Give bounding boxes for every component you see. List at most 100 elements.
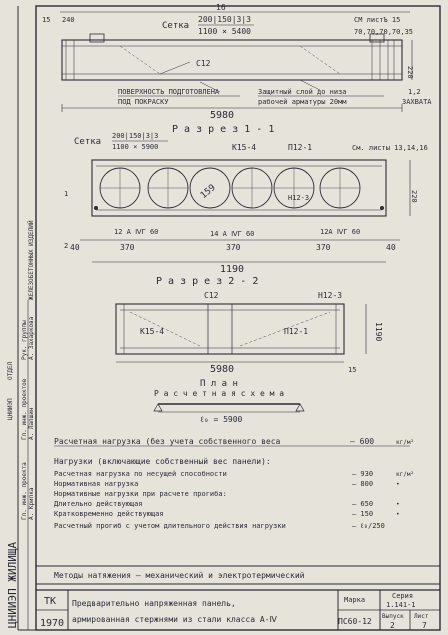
section2-n-label: Н12-3 (318, 291, 342, 300)
section1-marker-1: 1 (64, 190, 68, 198)
section1-dim-370b: 370 (226, 243, 241, 252)
section1-dim-370a: 370 (120, 243, 135, 252)
side-person-2: А. Лапшин (28, 407, 35, 440)
load-row-unit: • (396, 511, 400, 518)
plan-and-scheme: П л а н Р а с ч е т н а я с х е м а ℓ₀ =… (153, 379, 305, 424)
section1-p-label: П12-1 (288, 143, 312, 152)
surface-note-1: ПОВЕРХНОСТЬ ПОДГОТОВЛЕНА (118, 88, 220, 96)
section1-dim-40a: 40 (70, 243, 80, 252)
section1-marker-2: 2 (64, 242, 68, 250)
elevation-dim-total: 5980 (210, 110, 234, 121)
side-department-full: ЖЕЛЕЗОБЕТОННЫХ ИЗДЕЛИЙ (28, 220, 35, 300)
side-stamp: ЦНИИЭП ЖИЛИЩА Гл. инж. проекта А. Крипка… (6, 220, 35, 630)
section1-dim-total: 1190 (220, 264, 244, 275)
elevation-view: 15 240 Сетка 200|150|3|3 1100 × 5400 СМ … (42, 15, 432, 121)
scheme-title: Р а с ч е т н а я с х е м а (154, 389, 284, 398)
plan-title: П л а н (200, 379, 238, 389)
load-row-value: — 150 (352, 510, 373, 518)
section2-title: Р а з р е з 2 - 2 (156, 276, 258, 287)
side-org-short: ЦНИИЭП (7, 398, 14, 420)
design-load-unit: кг/м² (396, 439, 414, 446)
section1-mesh-label: Сетка (74, 137, 101, 147)
drawing-title-1: Предварительно напряженная панель, (72, 599, 236, 608)
side-role-2: Гл. инж. проектов (21, 379, 28, 440)
section1-rebar-mid: 14 А ⅣГ 60 (210, 230, 254, 238)
side-role-1: Гл. инж. проекта (21, 462, 28, 520)
section1-k-label: К15-4 (232, 143, 256, 152)
loads-table: Расчетная нагрузка (без учета собственно… (54, 436, 414, 530)
elevation-mesh-label: Сетка (162, 21, 189, 31)
spacing-left-b: 240 (62, 16, 75, 24)
spacing-left: 15 (42, 16, 50, 24)
sheet-value: 7 (422, 621, 427, 630)
load-row-label: Расчетный прогиб с учетом длительного де… (54, 522, 286, 530)
surface-note-2: ПОД ПОКРАСКУ (118, 98, 169, 106)
section2-p-label: П12-1 (284, 327, 308, 336)
series-value: 1.141-1 (386, 601, 416, 609)
section-2-2: Р а з р е з 2 - 2 С12 Н12-3 К15-4 П12-1 … (115, 276, 383, 375)
year: 1970 (40, 618, 64, 629)
load-row-label: Длительно действующая (54, 500, 143, 508)
section1-rebar-right: 12А ⅣГ 60 (320, 228, 360, 236)
mark-value: ПС60-12 (338, 617, 372, 626)
spacing-right: 70,70,70,70,35 (354, 28, 413, 36)
section2-k-label: К15-4 (140, 327, 164, 336)
grip-label: ЗАХВАТА (402, 98, 432, 106)
side-org-name: ЦНИИЭП ЖИЛИЩА (6, 542, 19, 628)
side-department: ОТДЕЛ (7, 362, 14, 380)
sheet-frame (35, 5, 441, 631)
section1-dim-40b: 40 (386, 243, 396, 252)
section1-sheets-note: См. листы 13,14,16 (352, 144, 428, 152)
load-row-unit: • (396, 481, 400, 488)
mark-label: Марка (344, 596, 365, 604)
sheet-label: Лист (414, 613, 429, 620)
elevation-sheets-note: СМ листЪ 15 (354, 16, 400, 24)
elevation-mesh-spec-a: 200|150|3|3 (198, 15, 251, 24)
grip-dim: 1,2 (408, 88, 421, 96)
loads-header: Нагрузки (включающие собственный вес пан… (54, 456, 271, 466)
plan-span-label: ℓ₀ = 5900 (200, 415, 243, 424)
org-code: ТК (44, 596, 56, 607)
tensioning-method: Методы натяжения — механический и электр… (54, 571, 305, 580)
section1-rebar-left: 12 А ⅣГ 60 (114, 228, 158, 236)
load-row-value: — 800 (352, 480, 373, 488)
section1-void-dim: 159 (199, 183, 218, 201)
load-row-value: — 930 (352, 470, 373, 478)
section2-c-label: С12 (204, 291, 219, 300)
load-row-label: Кратковременно действующая (54, 510, 164, 518)
load-row-label: Нормативная нагрузка (54, 480, 138, 488)
side-role-3: Рук. группы (21, 320, 28, 360)
load-row-label: Нормативные нагрузки при расчете прогиба… (54, 490, 227, 498)
section1-title: Р а з р е з 1 - 1 (172, 124, 274, 135)
design-load-value: — 600 (350, 437, 374, 446)
load-row-label: Расчетная нагрузка по несущей способност… (54, 470, 227, 478)
top-dimension: 16 (216, 3, 226, 12)
elevation-bar-label: С12 (196, 59, 211, 68)
load-row-value: — ℓ₀/250 (352, 522, 385, 530)
section1-dim-370c: 370 (316, 243, 331, 252)
elevation-height-dim: 220 (406, 66, 414, 79)
design-load-label: Расчетная нагрузка (без учета собственно… (54, 436, 281, 446)
issue-value: 2 (390, 621, 395, 630)
title-block: ТК 1970 Предварительно напряженная панел… (36, 589, 440, 630)
section1-mesh-spec-a: 200|150|3|3 (112, 132, 158, 140)
load-row-value: — 650 (352, 500, 373, 508)
section2-height-dim: 1190 (374, 322, 383, 341)
section2-dim-15: 15 (348, 366, 356, 374)
section1-height-dim: 220 (410, 190, 418, 203)
load-row-unit: • (396, 501, 400, 508)
section1-mesh-spec-b: 1100 × 5900 (112, 143, 158, 151)
section2-dim-total: 5980 (210, 364, 234, 375)
series-label: Серия (392, 592, 413, 600)
side-person-3: А. Захаркова (28, 316, 35, 360)
section-1-1: Р а з р е з 1 - 1 Сетка 200|150|3|3 1100… (64, 124, 428, 275)
side-person-1: А. Крипка (28, 487, 35, 520)
section1-n-label: Н12-3 (288, 194, 309, 202)
drawing-title-2: армированная стержнями из стали класса А… (72, 615, 277, 624)
load-row-unit: кг/м² (396, 471, 414, 478)
elevation-mesh-spec-b: 1100 × 5400 (198, 27, 251, 36)
cover-note-1: Защитный слой до низа (258, 88, 347, 96)
issue-label: Выпуск (382, 613, 404, 620)
cover-note-2: рабочей арматуры 20мм (258, 98, 347, 106)
